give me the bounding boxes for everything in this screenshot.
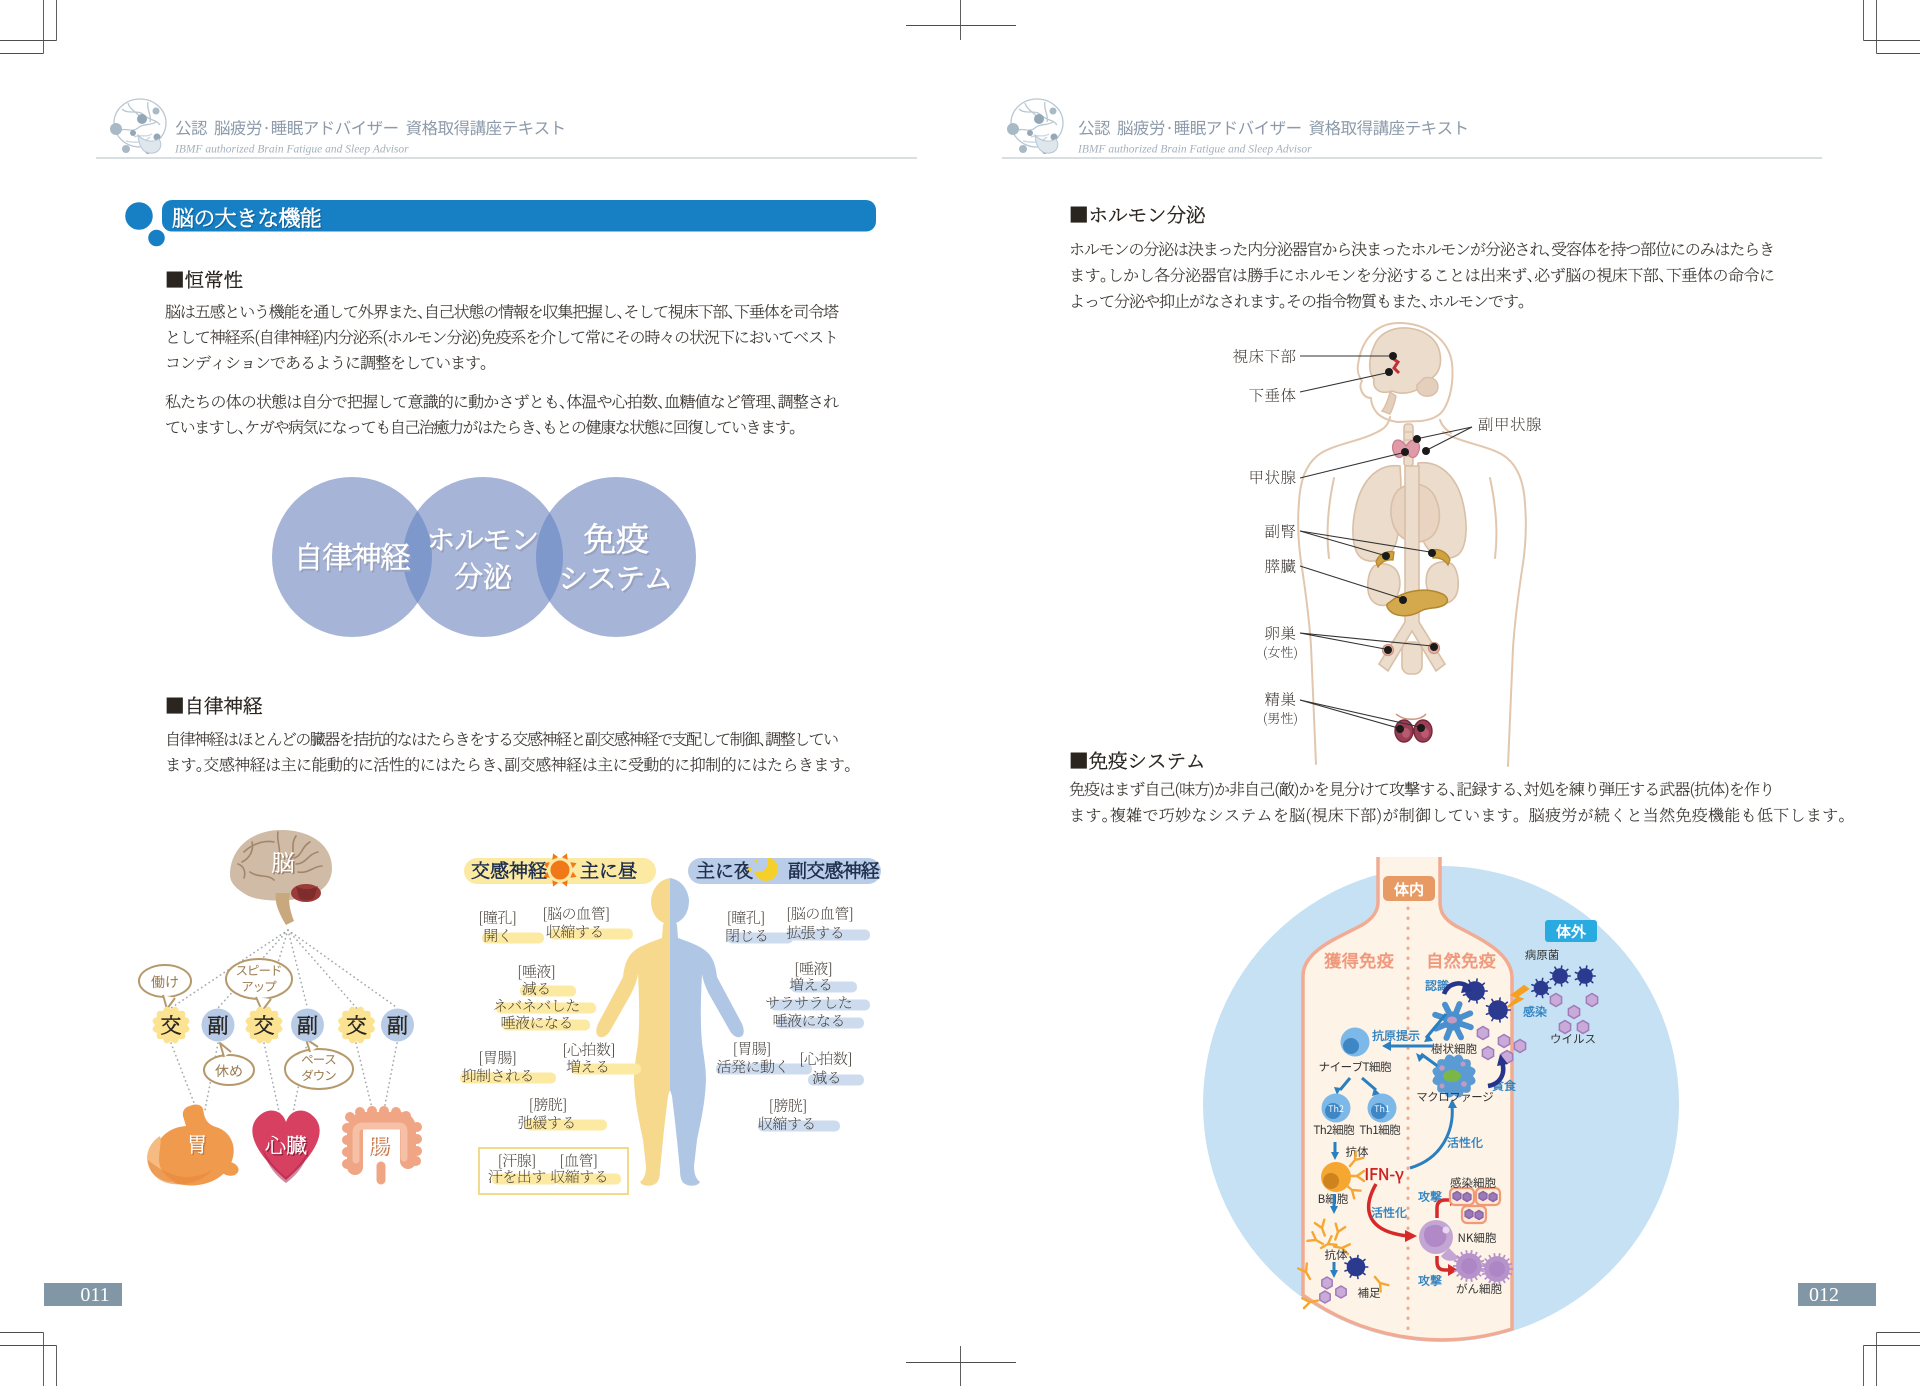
svg-text:011: 011 <box>80 1284 109 1306</box>
svg-text:012: 012 <box>1809 1284 1839 1306</box>
svg-text:IBMF authorized Brain Fatigue: IBMF authorized Brain Fatigue and Sleep … <box>1077 144 1312 156</box>
svg-text:IBMF authorized Brain Fatigue: IBMF authorized Brain Fatigue and Sleep … <box>174 144 409 156</box>
